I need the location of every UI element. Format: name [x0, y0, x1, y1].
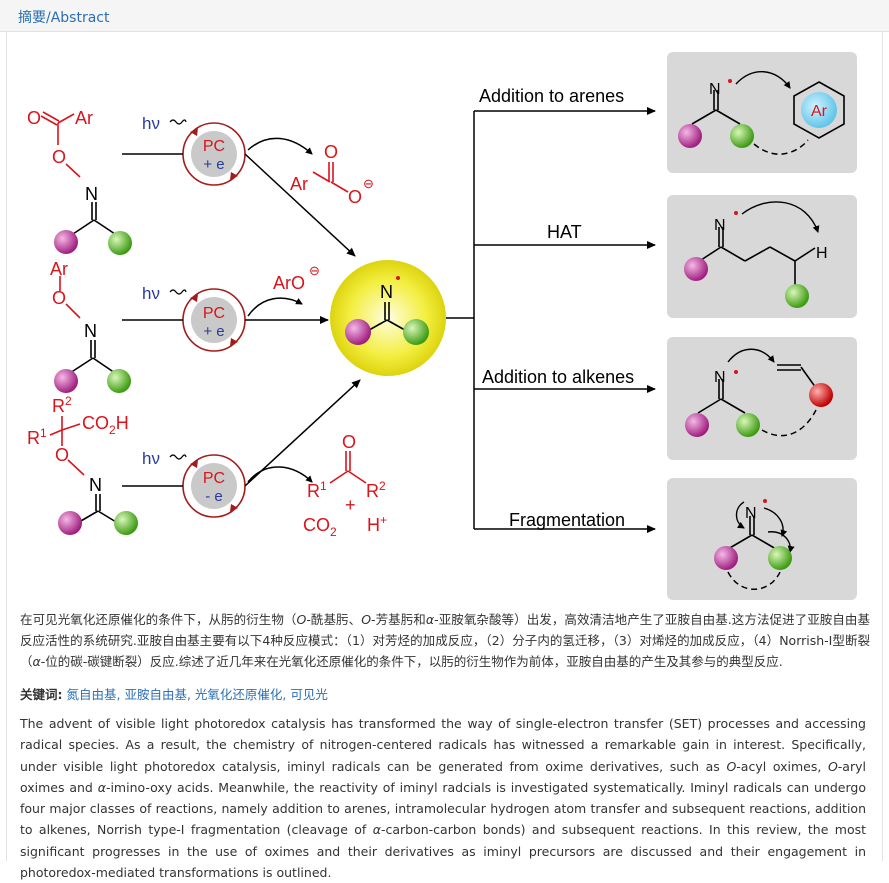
pathway-label-alkenes: Addition to alkenes	[482, 367, 634, 387]
reaction-scheme: O Ar O N Ar O N R2 R1 CO2H O N PC	[27, 52, 857, 600]
branch-arrows	[446, 107, 656, 533]
byproduct3-h: H+	[367, 513, 387, 535]
reagent3-magenta-ball	[58, 511, 82, 535]
keywords-label: 关键词:	[20, 687, 63, 702]
box2-h: H	[816, 245, 828, 262]
pc-cycle-2: PC + e	[182, 288, 246, 352]
reagent-o-aryl-oxime	[59, 276, 116, 374]
pathway-box-fragmentation: N	[667, 478, 857, 600]
abstract-header: 摘要/Abstract	[0, 0, 889, 32]
reagent1-link-o: O	[52, 147, 66, 167]
keyword-link-iminyl-radical[interactable]: 亚胺自由基,	[124, 687, 191, 702]
reagent1-n: N	[85, 184, 98, 204]
pathway-box-arenes: N Ar	[667, 52, 857, 173]
pc3-electron: - e	[205, 488, 223, 505]
byproduct-carboxylate	[312, 162, 349, 193]
byproduct3-plus: +	[345, 495, 356, 515]
iminyl-radical-center: N	[330, 260, 446, 376]
abstract-panel	[6, 32, 883, 861]
box4-n: N	[745, 505, 757, 522]
reagent2-green-ball	[107, 369, 131, 393]
pc1-label: PC	[203, 138, 225, 155]
byproduct3-co2: CO2	[303, 515, 337, 539]
byproduct-ketone	[329, 451, 367, 484]
light-label-2: hν	[142, 284, 160, 303]
abstract-header-title: 摘要/Abstract	[18, 10, 110, 26]
light-label-3: hν	[142, 449, 160, 468]
center-n: N	[380, 282, 393, 302]
reagent1-o-atom: O	[27, 108, 41, 128]
byproduct1-ar: Ar	[290, 174, 308, 194]
reagent3-co2h: CO2H	[82, 413, 129, 437]
byproduct3-r2: R2	[366, 479, 386, 501]
reagent2-ar: Ar	[50, 259, 68, 279]
byproduct1-o-top: O	[324, 142, 338, 162]
reagent3-n: N	[89, 475, 102, 495]
pc-cycle-1: PC + e	[182, 122, 246, 186]
reagent2-magenta-ball	[54, 369, 78, 393]
reaction-arrows	[122, 137, 361, 487]
pathway-label-arenes: Addition to arenes	[479, 86, 624, 106]
byproduct2-charge: ⊖	[309, 263, 320, 278]
pc1-electron: + e	[203, 156, 224, 173]
reagent3-green-ball	[114, 511, 138, 535]
reagent-o-acyl-oxime	[40, 111, 119, 237]
pathway-label-hat: HAT	[547, 222, 582, 242]
reagent2-n: N	[84, 321, 97, 341]
reagent3-link-o: O	[55, 445, 69, 465]
reagent1-magenta-ball	[54, 230, 78, 254]
byproduct2-aro: ArO	[273, 273, 305, 293]
keyword-link-photoredox[interactable]: 光氧化还原催化,	[194, 687, 287, 702]
pathway-label-fragmentation: Fragmentation	[509, 510, 625, 530]
pc3-label: PC	[203, 470, 225, 487]
pathway-box-alkenes: N	[667, 337, 857, 460]
abstract-chinese: 在可见光氧化还原催化的条件下，从肟的衍生物（O-酰基肟、O-芳基肟和α-亚胺氧杂…	[20, 612, 870, 669]
byproduct1-charge: ⊖	[363, 176, 374, 191]
reagent1-green-ball	[108, 231, 132, 255]
byproduct1-o-right: O	[348, 187, 362, 207]
pathway-box-hat: N H	[667, 195, 857, 318]
box1-n: N	[709, 81, 721, 98]
pc-cycle-3: PC - e	[182, 454, 246, 518]
keyword-link-nitrogen-radical[interactable]: 氮自由基,	[66, 687, 121, 702]
box2-n: N	[714, 217, 726, 234]
box1-ring-label: Ar	[811, 103, 828, 120]
reagent2-link-o: O	[52, 288, 66, 308]
light-squiggles	[169, 119, 187, 460]
pc2-electron: + e	[203, 323, 224, 340]
keyword-link-visible-light[interactable]: 可见光	[290, 687, 328, 702]
byproduct3-r1: R1	[307, 479, 327, 501]
reagent3-r2: R2	[52, 394, 72, 416]
abstract-english: The advent of visible light photoredox c…	[20, 716, 867, 881]
box3-n: N	[714, 369, 726, 386]
byproduct3-o: O	[342, 432, 356, 452]
pc2-label: PC	[203, 305, 225, 322]
reagent-imino-oxy-acid	[49, 416, 122, 526]
keywords-row: 关键词: 氮自由基, 亚胺自由基, 光氧化还原催化, 可见光	[20, 684, 870, 703]
reagent3-r1: R1	[27, 426, 47, 448]
light-label-1: hν	[142, 114, 160, 133]
reagent1-ar: Ar	[75, 108, 93, 128]
